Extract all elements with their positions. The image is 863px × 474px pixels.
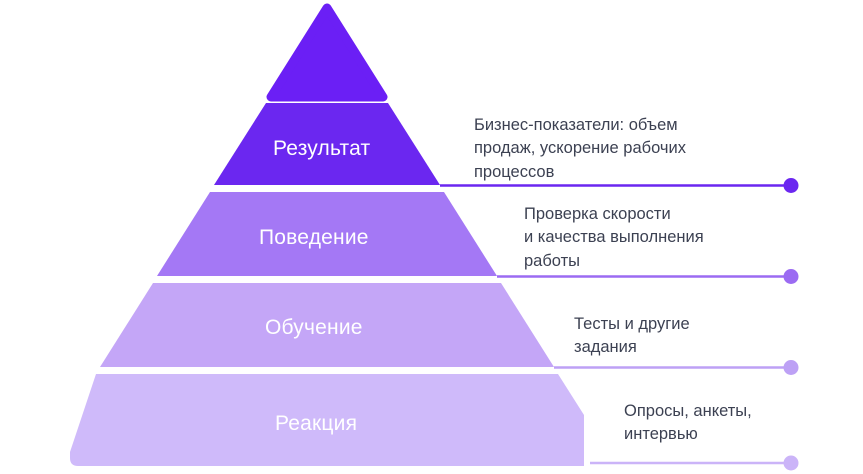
connector-dot-behavior bbox=[783, 269, 799, 284]
tier-label-result: Результат bbox=[273, 137, 371, 160]
connector-dot-learning bbox=[783, 360, 799, 375]
tier-label-learning: Обучение bbox=[265, 316, 363, 339]
description-learning: Тесты и другие задания bbox=[574, 315, 690, 357]
tier-label-reaction: Реакция bbox=[275, 412, 358, 435]
pyramid-tier-behavior bbox=[157, 192, 497, 276]
pyramid-tier-result bbox=[214, 103, 440, 185]
pyramid-tier-reaction bbox=[70, 374, 584, 466]
connector-dot-reaction bbox=[783, 455, 799, 471]
tier-label-behavior: Поведение bbox=[259, 226, 369, 249]
pyramid-tier-apex bbox=[266, 3, 388, 102]
description-reaction: Опросы, анкеты, интервью bbox=[624, 402, 752, 444]
description-behavior: Проверка скорости и качества выполнения … bbox=[524, 205, 704, 270]
connector-dot-result bbox=[783, 178, 799, 193]
pyramid-tier-learning bbox=[100, 283, 554, 367]
description-result: Бизнес-показатели: объем продаж, ускорен… bbox=[474, 116, 686, 181]
